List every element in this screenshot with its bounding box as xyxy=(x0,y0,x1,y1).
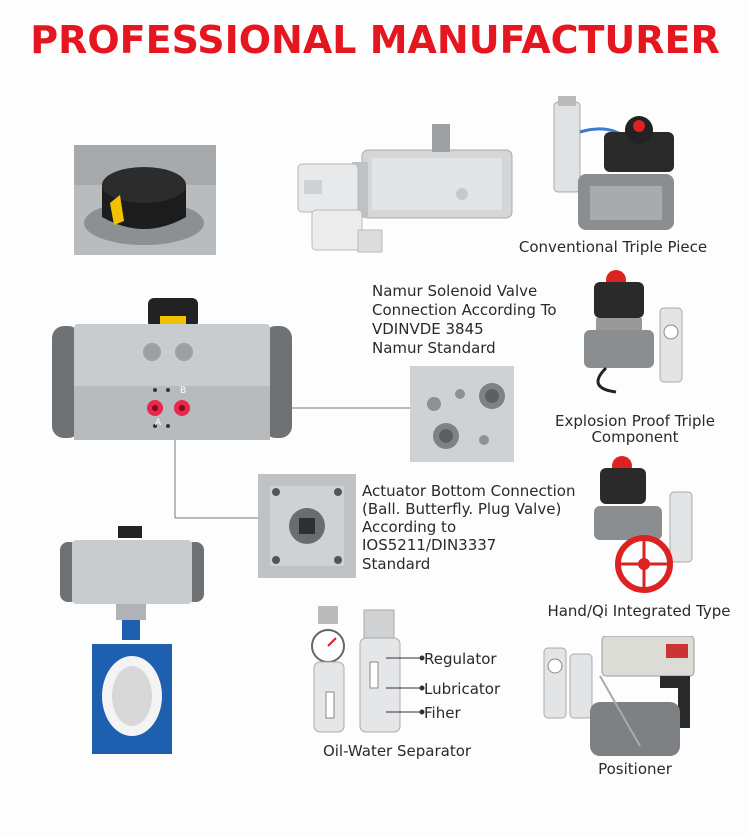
namur-line-2: Connection According To xyxy=(372,301,557,319)
explosion-label-1: Explosion Proof Triple xyxy=(555,412,715,430)
regulator-label: Regulator xyxy=(424,650,497,668)
limit-switch-box-icon xyxy=(576,268,696,398)
page-title: PROFESSIONAL MANUFACTURER xyxy=(30,18,720,62)
lubricator-label: Lubricator xyxy=(424,680,501,698)
handwheel-icon xyxy=(586,452,706,594)
valve-positioner-icon xyxy=(540,636,710,760)
namur-interface-icon xyxy=(410,366,514,462)
namur-line-1: Namur Solenoid Valve xyxy=(372,282,538,300)
hand-qi-label: Hand/Qi Integrated Type xyxy=(547,602,731,620)
explosion-label-2: Component xyxy=(591,428,679,446)
oil-water-label: Oil-Water Separator xyxy=(322,742,472,760)
frl-pointer-lines xyxy=(386,655,425,715)
bottom-line-2: (Ball. Butterfly. Plug Valve) xyxy=(362,500,562,518)
indicator-knob-icon xyxy=(74,145,216,255)
positioner-label: Positioner xyxy=(598,760,672,778)
port-a-label: A xyxy=(155,418,162,428)
filter-label: Fiher xyxy=(424,704,461,722)
butterfly-valve-icon xyxy=(52,524,212,756)
air-filter-unit-icon xyxy=(302,602,422,738)
pneumatic-actuator-icon xyxy=(52,296,292,446)
solenoid-valve-icon xyxy=(292,122,530,262)
namur-line-4: Namur Standard xyxy=(372,339,496,357)
bottom-line-1: Actuator Bottom Connection xyxy=(362,482,576,500)
bottom-line-3: According to xyxy=(362,518,457,536)
bottom-connection-plate-icon xyxy=(258,474,356,578)
namur-line-3: VDINVDE 3845 xyxy=(372,320,484,338)
bottom-line-4: IOS5211/DIN3337 xyxy=(362,536,497,554)
port-b-label: B xyxy=(180,386,187,396)
triple-piece-icon xyxy=(544,92,684,234)
triple-piece-label: Conventional Triple Piece xyxy=(518,238,708,256)
bottom-line-5: Standard xyxy=(362,555,431,573)
